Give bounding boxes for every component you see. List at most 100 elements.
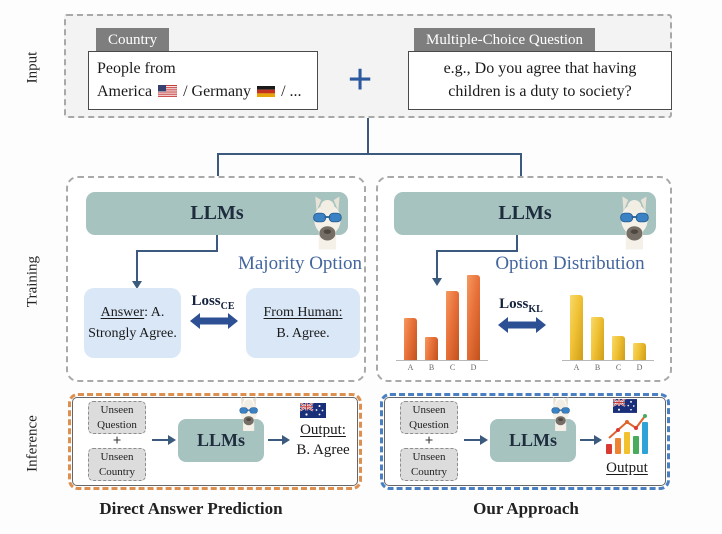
right-branch-v2 [436,250,438,278]
dist-bar-A [570,295,583,360]
answer-line1: Answer: A. [100,305,165,320]
unseen-question-l2: Question [409,418,449,431]
dist-bar-label: C [615,363,622,372]
human-distribution-chart: A B C D [562,272,654,372]
human-line1: From Human: [263,305,343,320]
unseen-question-box: Unseen Question [88,401,146,434]
connector-input-stem [367,118,369,155]
output-left: Output: B. Agree [288,420,358,461]
arrowhead-answer-box [132,281,142,289]
output-left-line1: Output: [300,422,346,438]
unseen-country-l1: Unseen [412,450,446,463]
question-tag: Multiple-Choice Question [414,28,596,52]
country-ellipsis: / ... [281,83,302,101]
dist-bar-label: B [428,363,435,372]
predicted-answer-box: Answer: A. Strongly Agree. [84,288,181,358]
question-line1: e.g., Do you agree that having [443,60,637,77]
llama-icon [313,196,342,250]
inf-left-arrowhead1 [168,435,176,445]
llm-bar-left: LLMs [86,192,348,235]
unseen-question-l1: Unseen [100,403,134,416]
inference-left-inner-border [72,397,358,486]
dist-bar-D [633,343,646,360]
inf-right-arrow1 [464,439,481,441]
dist-bar-C [446,291,459,360]
human-bar-labels: A B C D [562,361,654,372]
inference-right-inner-border [384,397,666,486]
plus-small: + [424,433,434,449]
unseen-country-box: Unseen Country [88,448,146,481]
germany-flag-icon [257,86,276,98]
country-america: America [97,83,153,101]
plus-sign: + [347,55,373,104]
human-answer-box: From Human: B. Agree. [246,288,360,358]
dist-bar-label: D [470,363,477,372]
double-arrow-ce-icon [190,313,238,329]
predicted-distribution-chart: A B C D [396,272,488,372]
human-line2: B. Agree. [276,326,330,341]
australia-flag-icon [613,399,637,413]
llm-bar-right: LLMs [394,192,656,235]
unseen-country-l2: Country [98,465,136,478]
connector-right-drop [520,153,522,181]
output-right: Output [606,460,648,476]
dist-bar-A [404,318,417,360]
unseen-question-l2: Question [97,418,137,431]
country-example-box: People from America / Germany / ... [88,51,318,110]
left-branch-h [136,250,218,252]
connector-left-drop [217,153,219,181]
loss-kl-label: LossKL [499,296,543,315]
side-label-training: Training [24,255,41,308]
dist-bar-label: C [449,363,456,372]
inf-right-arrowhead1 [480,435,488,445]
country-line1: People from [97,60,176,77]
human-bars [562,272,654,361]
unseen-question-l1: Unseen [412,403,446,416]
loss-ce-label: LossCE [191,293,235,312]
unseen-country-l2: Country [410,465,448,478]
right-branch-h [436,250,518,252]
output-distribution-chart-icon [606,414,648,454]
dist-bar-label: A [573,363,580,372]
inf-right-arrow2 [580,439,595,441]
majority-option-heading: Majority Option [237,253,362,274]
dist-bar-C [612,336,625,360]
left-branch-v2 [136,250,138,281]
us-flag-icon [158,85,178,98]
inf-left-arrow2 [268,439,283,441]
unseen-question-box: Unseen Question [400,401,458,434]
question-line2: children is a duty to society? [448,83,632,101]
unseen-country-l1: Unseen [100,450,134,463]
predicted-bars [396,272,488,361]
llama-icon [620,196,649,250]
left-branch-v1 [216,235,218,252]
dist-bar-D [467,275,480,360]
dist-bar-label: B [594,363,601,372]
plus-small: + [112,433,122,449]
dist-bar-B [425,337,438,360]
double-arrow-kl-icon [498,317,546,333]
country-line2: America / Germany / ... [97,80,309,103]
connector-split [217,153,522,155]
inf-right-arrowhead2 [594,435,602,445]
answer-line2: Strongly Agree. [88,326,177,341]
llama-icon [551,397,570,431]
caption-our-approach: Our Approach [473,499,579,518]
output-left-line2: B. Agree [296,442,350,459]
option-distribution-heading: Option Distribution [495,253,645,274]
inf-left-arrow1 [152,439,169,441]
inf-left-arrowhead2 [282,435,290,445]
country-tag: Country [96,28,170,52]
dist-bar-label: D [636,363,643,372]
question-example-box: e.g., Do you agree that having children … [408,51,672,110]
side-label-input: Input [24,51,41,84]
dist-bar-label: A [407,363,414,372]
side-label-inference: Inference [24,415,41,472]
arrowhead-dist-chart [432,278,442,286]
australia-flag-icon [300,403,326,418]
llama-icon [239,397,258,431]
predicted-bar-labels: A B C D [396,361,488,372]
country-germany: / Germany [183,83,252,101]
caption-direct-answer-prediction: Direct Answer Prediction [99,499,283,518]
right-branch-v1 [516,235,518,252]
